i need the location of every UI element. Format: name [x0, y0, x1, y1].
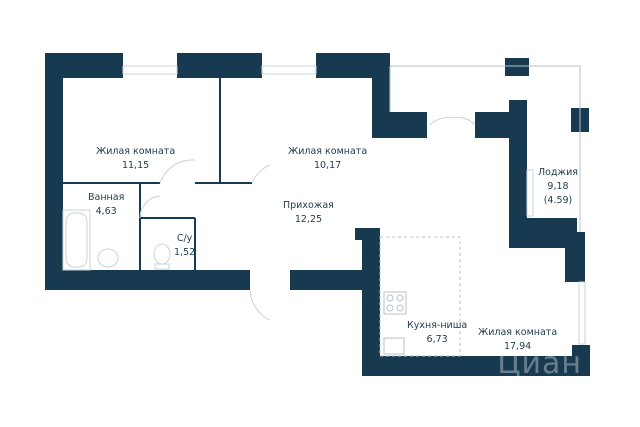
room-living-2: Жилая комната 10,17 — [288, 145, 367, 173]
room-living-1: Жилая комната 11,15 — [96, 145, 175, 173]
room-name: Ванная — [88, 192, 125, 203]
walls — [45, 53, 590, 376]
room-area: 17,94 — [503, 341, 532, 352]
room-kitchen: Кухня-ниша 6,73 — [407, 319, 467, 347]
room-area: 9,18 — [547, 181, 569, 192]
room-name: Жилая комната — [478, 327, 558, 338]
windows — [122, 65, 586, 345]
room-area: 12,25 — [294, 214, 323, 225]
room-area: 4,63 — [95, 206, 117, 217]
room-area: 6,73 — [426, 334, 448, 345]
room-name: Прихожая — [283, 200, 334, 211]
kitchen-zone — [379, 236, 461, 357]
sink-icon — [97, 248, 119, 268]
room-loggia: Лоджия 9,18 (4.59) — [538, 166, 578, 208]
room-name: С/у — [176, 233, 193, 244]
room-living-3: Жилая комната 17,94 — [478, 326, 557, 354]
toilet-icon — [153, 243, 171, 270]
loggia-outline — [389, 65, 581, 232]
room-area: 1,52 — [174, 247, 196, 258]
doors — [139, 116, 476, 321]
interior-lines — [63, 78, 252, 270]
room-name: Жилая комната — [288, 146, 368, 157]
room-bathroom: Ванная 4,63 — [88, 191, 124, 219]
room-name: Лоджия — [538, 167, 578, 178]
room-area: 10,17 — [313, 160, 342, 171]
bathtub-icon — [62, 209, 91, 271]
room-hallway: Прихожая 12,25 — [283, 199, 334, 227]
room-area: 11,15 — [121, 160, 150, 171]
kitchen-sink-icon — [383, 337, 405, 355]
room-name: Кухня-ниша — [407, 320, 468, 331]
room-toilet: С/у 1,52 — [174, 232, 195, 260]
room-name: Жилая комната — [96, 146, 176, 157]
watermark: Циан — [497, 346, 582, 381]
room-area-alt: (4.59) — [543, 195, 573, 206]
stove-icon — [383, 291, 407, 315]
